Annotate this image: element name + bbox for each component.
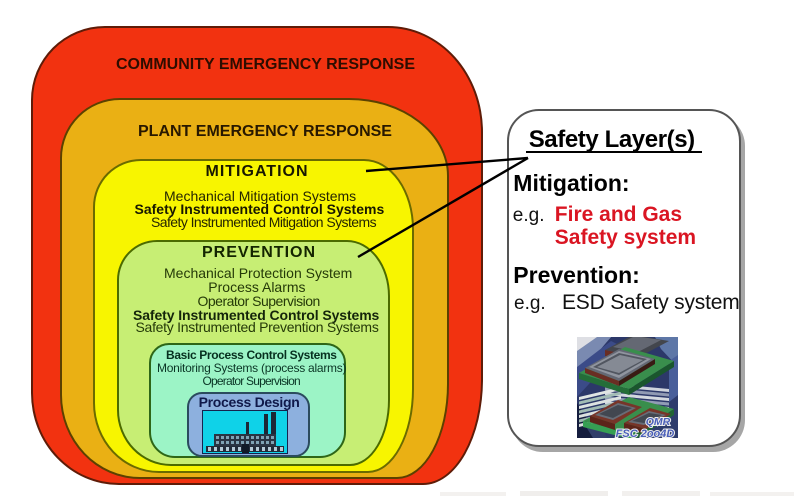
svg-text:FSC 2oo4D: FSC 2oo4D (616, 428, 675, 438)
svg-text:QMR: QMR (646, 416, 671, 428)
